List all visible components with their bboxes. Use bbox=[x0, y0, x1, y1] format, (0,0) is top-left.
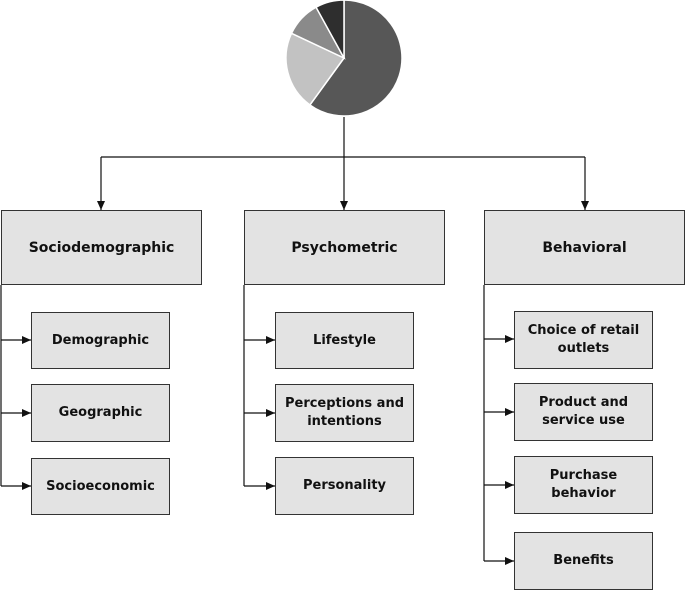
subitem-lifestyle: Lifestyle bbox=[275, 312, 414, 369]
category-label: Behavioral bbox=[542, 239, 627, 256]
subitem-demographic: Demographic bbox=[31, 312, 170, 369]
category-box-sociodemographic: Sociodemographic bbox=[1, 210, 202, 285]
category-label: Sociodemographic bbox=[28, 239, 175, 256]
pie-chart-icon bbox=[285, 0, 403, 117]
category-label: Psychometric bbox=[291, 239, 398, 256]
pie-slice-4 bbox=[315, 0, 345, 59]
subitem-geographic: Geographic bbox=[31, 384, 170, 442]
pie-slice-1 bbox=[308, 0, 403, 117]
subitem-purchase-behavior: Purchase behavior bbox=[514, 456, 653, 514]
connector-lines bbox=[97, 117, 589, 210]
category-box-behavioral: Behavioral bbox=[484, 210, 685, 285]
subitem-perceptions-intentions: Perceptions and intentions bbox=[275, 384, 414, 442]
subitem-benefits: Benefits bbox=[514, 532, 653, 590]
category-box-psychometric: Psychometric bbox=[244, 210, 445, 285]
subitem-socioeconomic: Socioeconomic bbox=[31, 458, 170, 515]
subitem-retail-outlets: Choice of retail outlets bbox=[514, 311, 653, 369]
subitem-personality: Personality bbox=[275, 457, 414, 515]
subitem-product-service-use: Product and service use bbox=[514, 383, 653, 441]
